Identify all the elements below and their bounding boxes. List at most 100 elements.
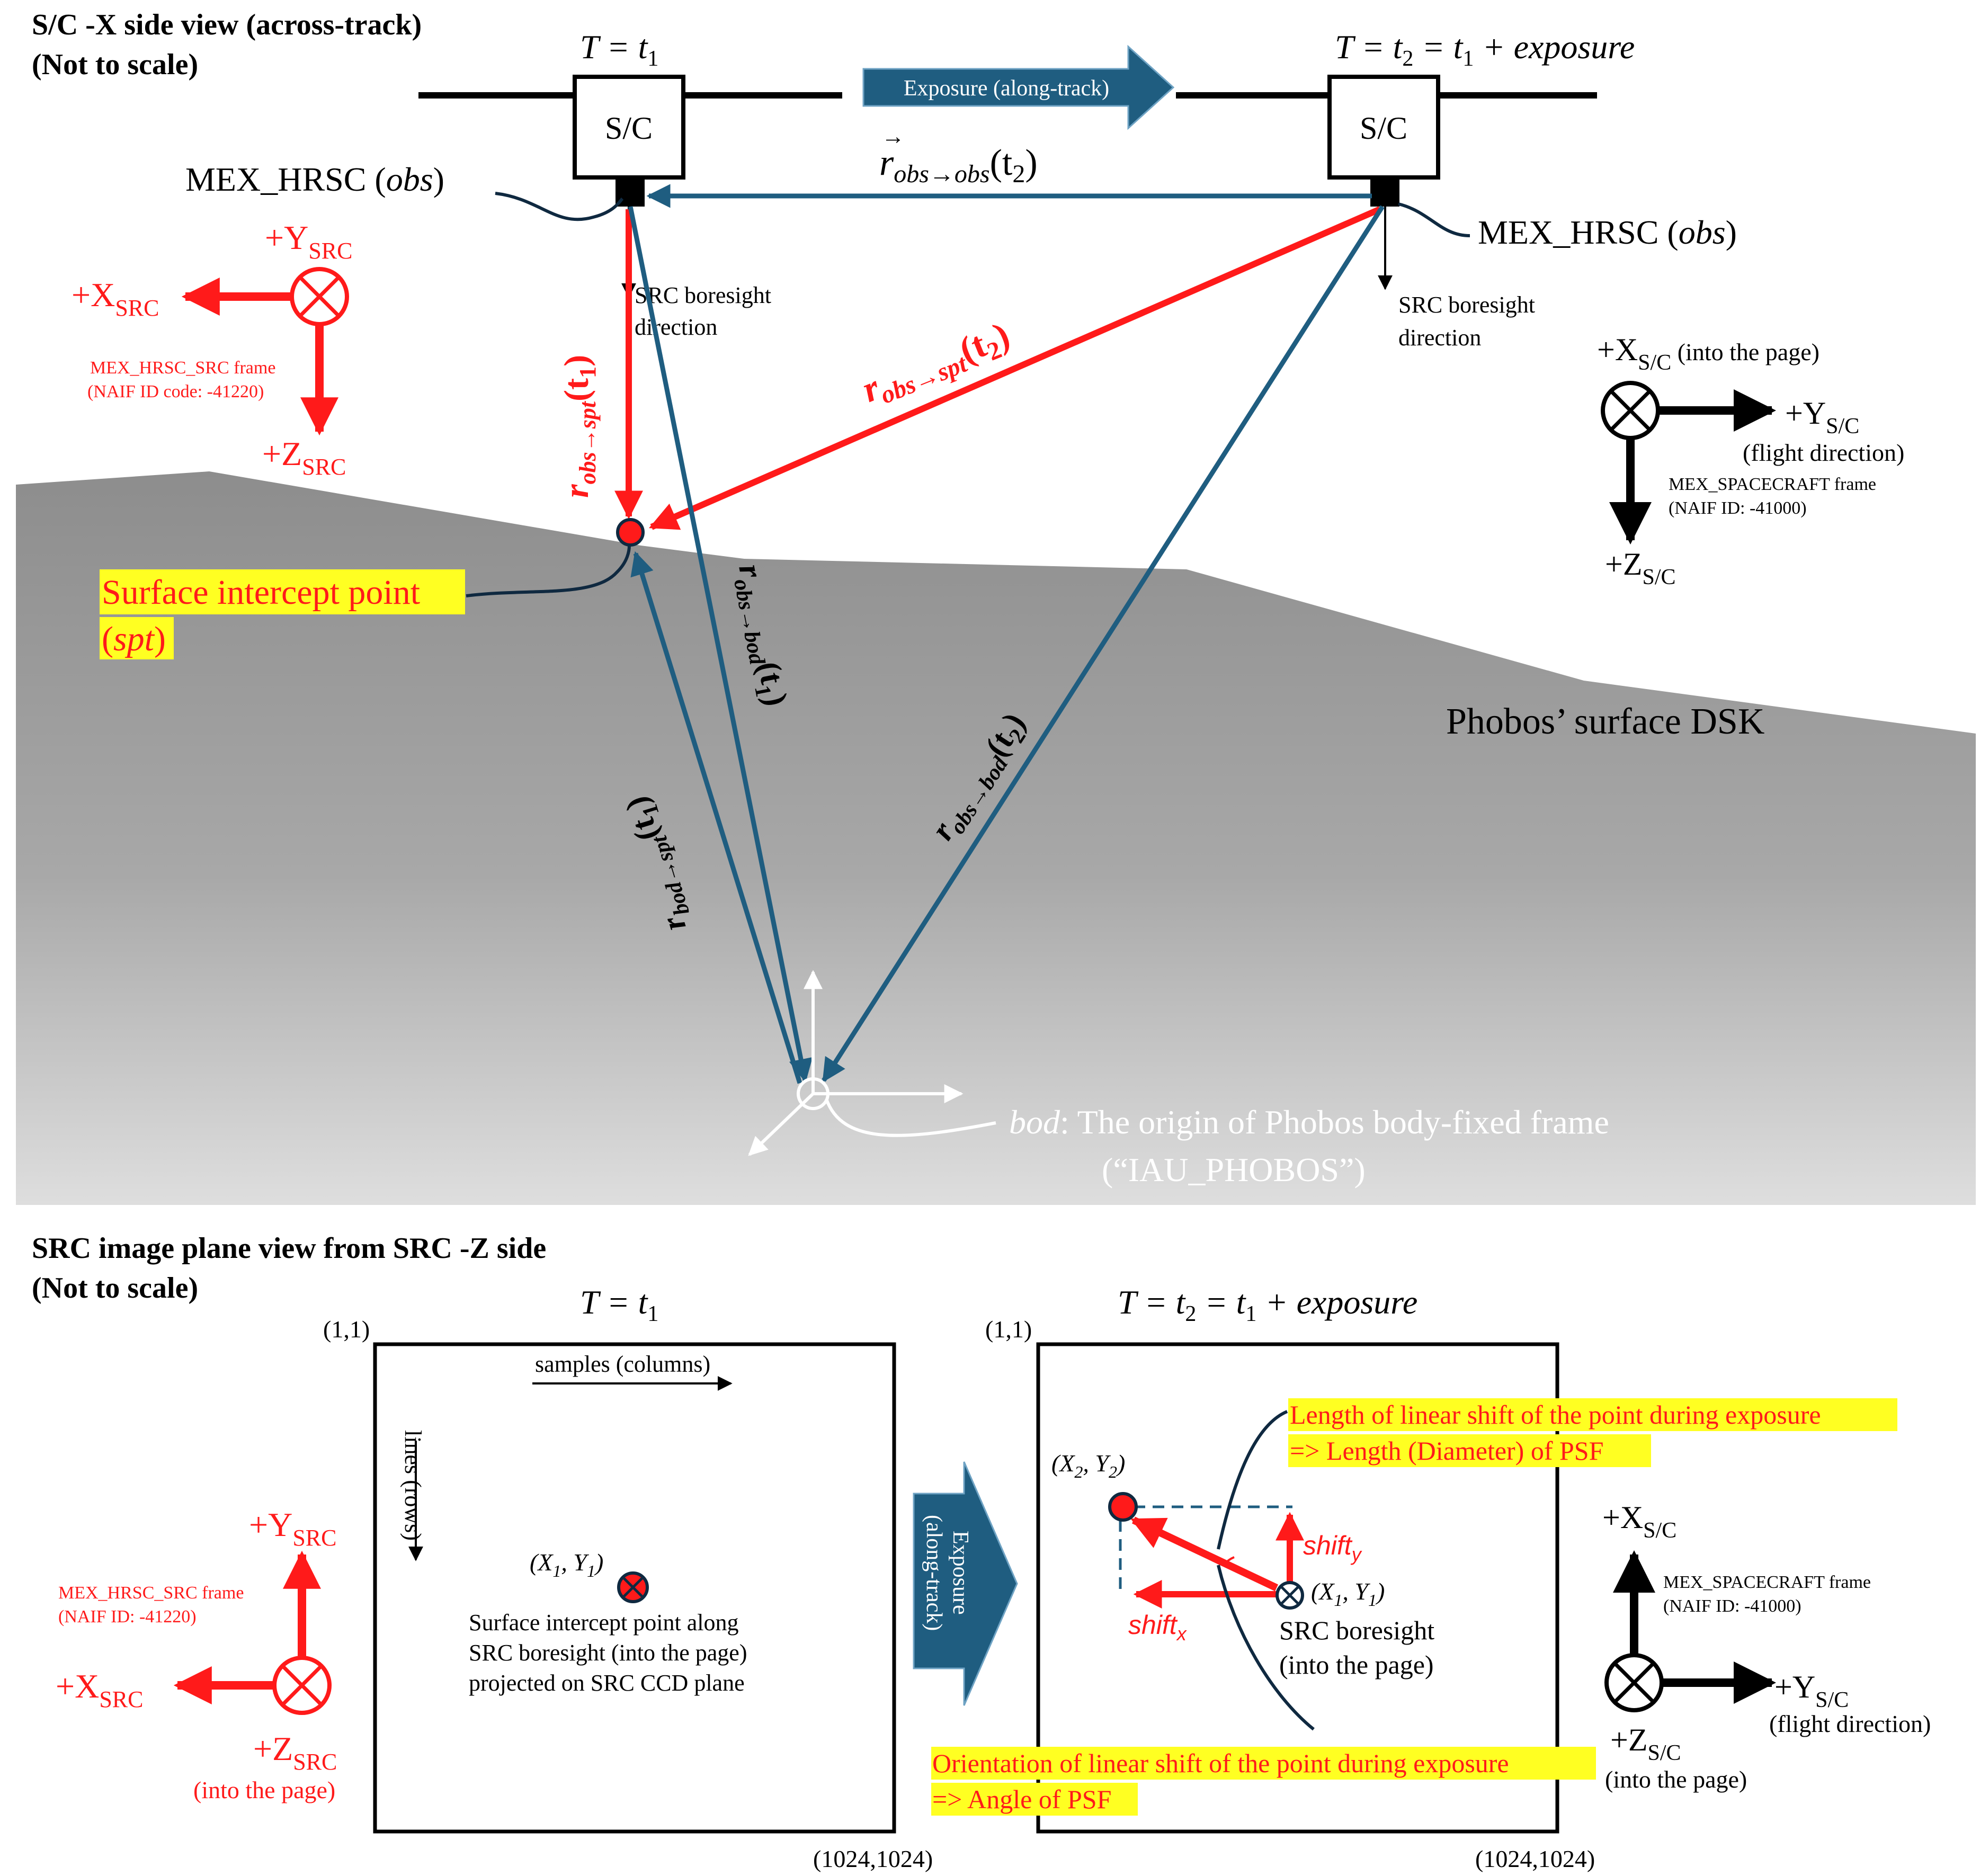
bottom-title-line1: SRC image plane view from SRC -Z side [32, 1232, 546, 1265]
sc-top-x-cross-b [1610, 390, 1651, 431]
mex-hrsc-leader-right [1398, 202, 1470, 237]
sc-frame-top: +XS/C (into the page) +YS/C (flight dire… [1597, 332, 1904, 589]
x1y1-label-t1: (X1, Y1) [530, 1549, 603, 1580]
src-frame-top: +YSRC +XSRC +ZSRC MEX_HRSC_SRC frame (NA… [72, 219, 352, 480]
shift-y-label: shifty [1303, 1531, 1362, 1565]
r-bod-spt-t1-arrow [630, 551, 802, 1084]
sc-top-y-note: (flight direction) [1743, 439, 1904, 466]
boresight-point-cross-b [1281, 1586, 1299, 1604]
spt-desc-line2: SRC boresight (into the page) [469, 1640, 747, 1666]
spt-label-highlight-2 [100, 617, 174, 659]
boresight-label-t2-line2: direction [1398, 325, 1481, 351]
spt-desc-line1: Surface intercept point along [469, 1610, 738, 1636]
bottom-title-line2: (Not to scale) [32, 1272, 198, 1305]
exposure-arrow-top [862, 44, 1175, 130]
length-note-highlight-1 [1288, 1398, 1897, 1431]
exposure-bottom-line1: Exposure [948, 1531, 973, 1615]
sc-top-frame-name: MEX_SPACECRAFT frame [1669, 475, 1876, 494]
r-obs-spt-t2-arrow [649, 206, 1381, 530]
sc-top-z-label: +ZS/C [1605, 547, 1676, 589]
x2y2-label: (X2, Y2) [1051, 1450, 1125, 1481]
mex-hrsc-label-right: MEX_HRSC (obs) [1478, 213, 1737, 251]
hrsc-camera-t2 [1370, 177, 1399, 207]
length-note-highlight-2 [1288, 1434, 1651, 1467]
boresight-label-t2-line1: SRC boresight [1398, 292, 1535, 318]
src-bottom-z-cross-b [282, 1665, 322, 1705]
top-section: S/C -X side view (across-track) (Not to … [16, 8, 1976, 1205]
length-note-line2: => Length (Diameter) of PSF [1290, 1436, 1603, 1466]
image-t1-corner-br: (1024,1024) [813, 1845, 933, 1872]
sc-top-frame-id: (NAIF ID: -41000) [1669, 498, 1807, 518]
spt-projected-cross-b [623, 1577, 643, 1597]
sc-top-y-label: +YS/C [1785, 396, 1859, 439]
bottom-section: SRC image plane view from SRC -Z side (N… [32, 1232, 1931, 1872]
samples-label: samples (columns) [535, 1351, 710, 1377]
r-obs-bod-t1-arrow [628, 206, 813, 1083]
bod-leader [825, 1098, 996, 1137]
surface-intercept-point [616, 518, 645, 547]
spt-desc-line3: projected on SRC CCD plane [469, 1670, 745, 1696]
top-time-t2: T = t2 = t1 + exposure [1335, 28, 1635, 71]
src-bottom-frame-name: MEX_HRSC_SRC frame [58, 1583, 244, 1603]
bod-label-line2: (“IAU_PHOBOS”) [1102, 1151, 1366, 1189]
spt-leader [466, 545, 631, 597]
sc-top-x-label: +XS/C (into the page) [1597, 332, 1820, 375]
mex-hrsc-leader-left [495, 192, 624, 221]
sc-bottom-z-note: (into the page) [1605, 1766, 1747, 1793]
spacecraft-label-t2: S/C [1360, 111, 1407, 146]
src-bottom-y-label: +YSRC [249, 1506, 336, 1551]
spt-label-line2: (spt) [102, 620, 166, 658]
image-t2-corner-tl: (1,1) [985, 1316, 1032, 1343]
exposure-arrow-top-label: Exposure (along-track) [904, 76, 1109, 101]
lines-label: lines (rows) [400, 1430, 426, 1541]
src-top-y-label: +YSRC [265, 219, 352, 264]
r-obs-spt-t1-label: robs→spt(t1) [557, 355, 601, 498]
src-bottom-frame-id: (NAIF ID: -41220) [58, 1607, 197, 1627]
top-time-t1: T = t1 [580, 28, 658, 71]
sc-bottom-x-label: +XS/C [1602, 1500, 1676, 1543]
spt-label-line1: Surface intercept point [102, 573, 420, 612]
src-top-frame-name: MEX_HRSC_SRC frame [90, 358, 275, 378]
orient-note-line1: Orientation of linear shift of the point… [932, 1748, 1509, 1778]
mex-hrsc-label-left: MEX_HRSC (obs) [185, 160, 444, 198]
spacecraft-box-t2 [1327, 75, 1440, 180]
length-note-leader [1217, 1410, 1288, 1550]
spt-label-highlight-1 [100, 569, 465, 614]
x1y1-label-t2: (X1, Y1) [1311, 1578, 1385, 1610]
boresight-bottom-line2: (into the page) [1279, 1650, 1434, 1680]
bottom-time-t2: T = t2 = t1 + exposure [1118, 1283, 1417, 1326]
boresight-bottom-line1: SRC boresight [1279, 1615, 1434, 1645]
r-obs-obs-label: robs→obs(t2) [879, 142, 1038, 188]
sc-frame-bottom: +XS/C MEX_SPACECRAFT frame (NAIF ID: -41… [1602, 1500, 1931, 1793]
orient-note-line2: => Angle of PSF [932, 1784, 1111, 1814]
orient-note-highlight-1 [931, 1747, 1596, 1780]
bod-origin-icon [797, 1077, 830, 1110]
sc-bottom-y-note: (flight direction) [1769, 1710, 1931, 1737]
orient-note-leader [1217, 1565, 1315, 1731]
sc-bottom-frame-name: MEX_SPACECRAFT frame [1663, 1573, 1871, 1592]
boresight-label-t1-line2: direction [635, 314, 717, 340]
length-note-line1: Length of linear shift of the point duri… [1290, 1400, 1821, 1430]
bottom-time-t1: T = t1 [580, 1283, 658, 1326]
image-t2-corner-br: (1024,1024) [1475, 1845, 1595, 1872]
src-frame-bottom: +YSRC +XSRC +ZSRC (into the page) MEX_HR… [56, 1506, 337, 1803]
src-bottom-x-label: +XSRC [56, 1667, 143, 1712]
boresight-label-t1-line1: SRC boresight [635, 282, 771, 308]
linear-shift-arrow [1130, 1516, 1278, 1592]
src-bottom-z-note: (into the page) [193, 1776, 335, 1803]
top-title-line1: S/C -X side view (across-track) [32, 8, 422, 41]
shifted-point-icon [1108, 1492, 1138, 1522]
phobos-surface [16, 471, 1976, 1205]
sc-bottom-z-cross-b [1614, 1663, 1654, 1703]
orient-note-highlight-2 [931, 1783, 1138, 1816]
angle-arc [1223, 1556, 1235, 1566]
exposure-arrow-bottom [913, 1461, 1018, 1706]
sc-bottom-frame-id: (NAIF ID: -41000) [1663, 1596, 1801, 1616]
phobos-surface-label: Phobos’ surface DSK [1446, 701, 1764, 742]
src-top-frame-id: (NAIF ID code: -41220) [87, 382, 264, 401]
src-top-x-label: +XSRC [72, 276, 159, 321]
shift-x-label: shiftx [1128, 1610, 1188, 1645]
r-obs-obs-vector-icon: → [881, 123, 905, 149]
src-top-y-cross-b [299, 276, 340, 317]
